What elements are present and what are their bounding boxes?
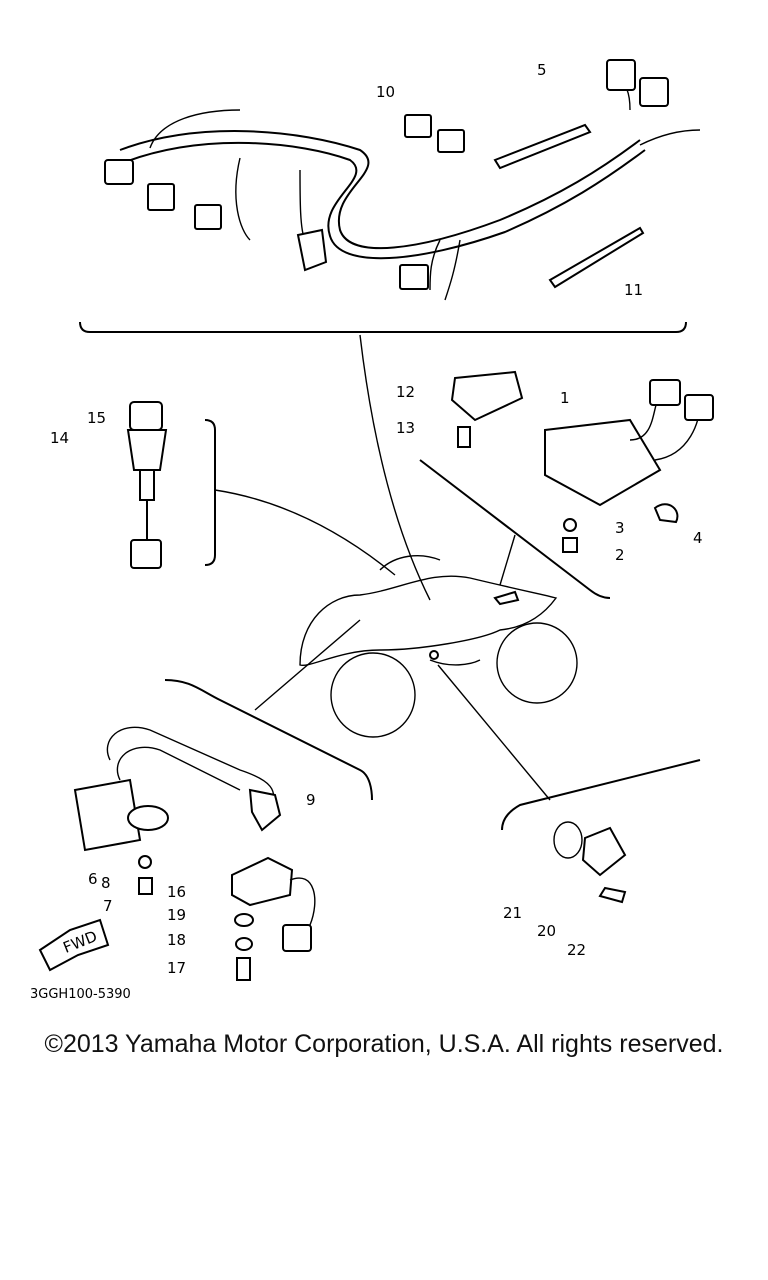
callout-16: 16 (167, 883, 186, 901)
drawing-code: 3GGH100-5390 (30, 987, 131, 1002)
callout-14: 14 (50, 429, 69, 447)
callout-5: 5 (537, 61, 547, 79)
wire-harness (79, 59, 701, 333)
callout-11: 11 (624, 281, 643, 299)
callout-6: 6 (88, 870, 98, 888)
callout-2: 2 (615, 546, 625, 564)
atv-outline (299, 555, 578, 738)
callout-10: 10 (376, 83, 395, 101)
callout-8: 8 (101, 874, 111, 892)
callout-21: 21 (503, 904, 522, 922)
callout-12: 12 (396, 383, 415, 401)
callout-20: 20 (537, 922, 556, 940)
callout-1: 1 (560, 389, 570, 407)
callout-15: 15 (87, 409, 106, 427)
callout-18: 18 (167, 931, 186, 949)
callout-4: 4 (693, 529, 703, 547)
cdi-unit (231, 856, 316, 981)
leader-lines (214, 334, 551, 801)
neutral-switch (501, 759, 701, 904)
copyright-notice: ©2013 Yamaha Motor Corporation, U.S.A. A… (44, 1030, 724, 1058)
parts-diagram: 1 2 3 4 5 6 7 8 9 10 11 12 13 14 15 16 1… (30, 59, 714, 1002)
callout-19: 19 (167, 906, 186, 924)
main-switch (126, 401, 216, 569)
callout-13: 13 (396, 419, 415, 437)
callout-17: 17 (167, 959, 186, 977)
callout-9: 9 (306, 791, 316, 809)
callout-3: 3 (615, 519, 625, 537)
ignition-coil (38, 679, 373, 972)
callout-22: 22 (567, 941, 586, 959)
callout-7: 7 (103, 897, 113, 915)
rectifier-regulator (419, 370, 714, 599)
